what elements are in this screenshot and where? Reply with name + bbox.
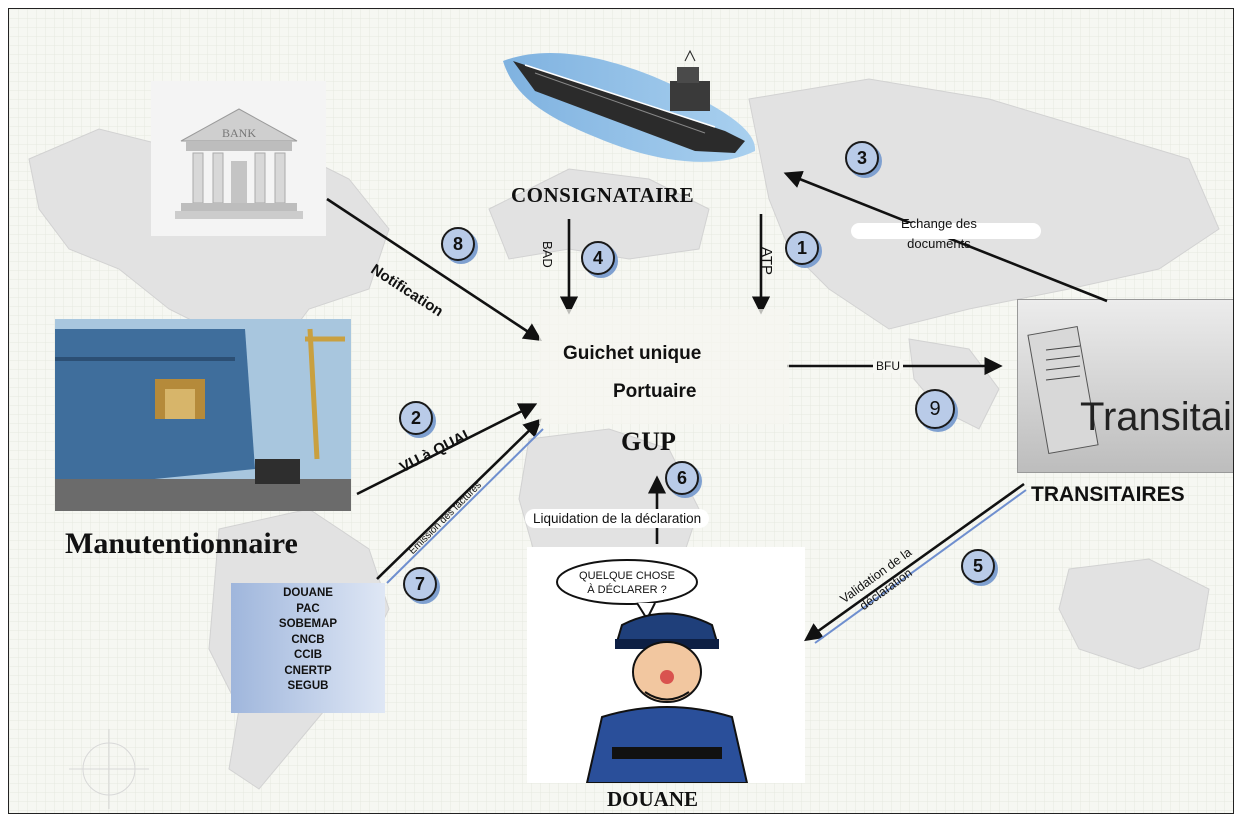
bfu-label: BFU (873, 359, 903, 373)
gup-hub (539, 309, 789, 424)
port-photo (55, 319, 351, 511)
step-4-badge: 4 (581, 241, 615, 275)
validation-arrow (804, 482, 1025, 642)
echange-label: Echange des documents (901, 214, 977, 254)
step-6-badge: 6 (665, 461, 699, 495)
diagram-frame: BANK Transitaires QUELQUE CHOSE À DÉCL (8, 8, 1234, 814)
organization-item: DOUANE (283, 587, 333, 599)
echange-label-line2: documents (907, 236, 971, 251)
organization-item: CNCB (291, 633, 325, 646)
gup-title-line1: Guichet unique (563, 343, 702, 364)
transitaires-sign: Transitaires (1080, 395, 1234, 439)
organization-item: SOBEMAP (278, 618, 338, 630)
cargo-ship-image (503, 49, 756, 162)
transitaires-image: Transitaires (1017, 299, 1234, 473)
step-2-badge: 2 (399, 401, 433, 435)
douane-label: DOUANE (607, 787, 699, 811)
step-5-badge: 5 (961, 549, 995, 583)
step-9-badge: 9 (915, 389, 955, 429)
emission-factures-arrow (376, 418, 542, 580)
compass-rose-icon (69, 729, 149, 809)
consignataire-label: CONSIGNATAIRE (511, 183, 695, 207)
bad-label: BAD (540, 241, 555, 268)
speech-bubble-line2: À DÉCLARER ? (587, 583, 666, 596)
step-8-badge: 8 (441, 227, 475, 261)
echange-pill (851, 223, 1041, 239)
organization-item: SEGUB (287, 680, 329, 692)
notification-arrow (326, 197, 543, 342)
organization-item: CCIB (293, 649, 323, 661)
transitaires-label: TRANSITAIRES (1031, 483, 1185, 506)
organization-item: PAC (296, 602, 320, 615)
atp-label: ATP (758, 247, 775, 276)
step-7-badge: 7 (403, 567, 437, 601)
vu-a-quai-arrow (356, 403, 538, 496)
gup-abbreviation: GUP (621, 427, 676, 456)
step-3-badge: 3 (845, 141, 879, 175)
bank-image: BANK (151, 81, 326, 236)
speech-bubble-line1: QUELQUE CHOSE (579, 570, 675, 582)
gup-title-line2: Portuaire (613, 381, 697, 402)
manutentionnaire-label: Manutentionnaire (65, 527, 298, 560)
liquidation-label: Liquidation de la déclaration (525, 509, 710, 528)
organization-list: DOUANE PAC SOBEMAP CNCB CCIB CNERTP SEGUB (231, 583, 385, 713)
bank-sign: BANK (222, 126, 256, 140)
douane-officer-image: QUELQUE CHOSE À DÉCLARER ? (527, 547, 805, 784)
step-1-badge: 1 (785, 231, 819, 265)
echange-label-line1: Echange des (901, 216, 977, 231)
organization-item: CNERTP (284, 664, 332, 677)
